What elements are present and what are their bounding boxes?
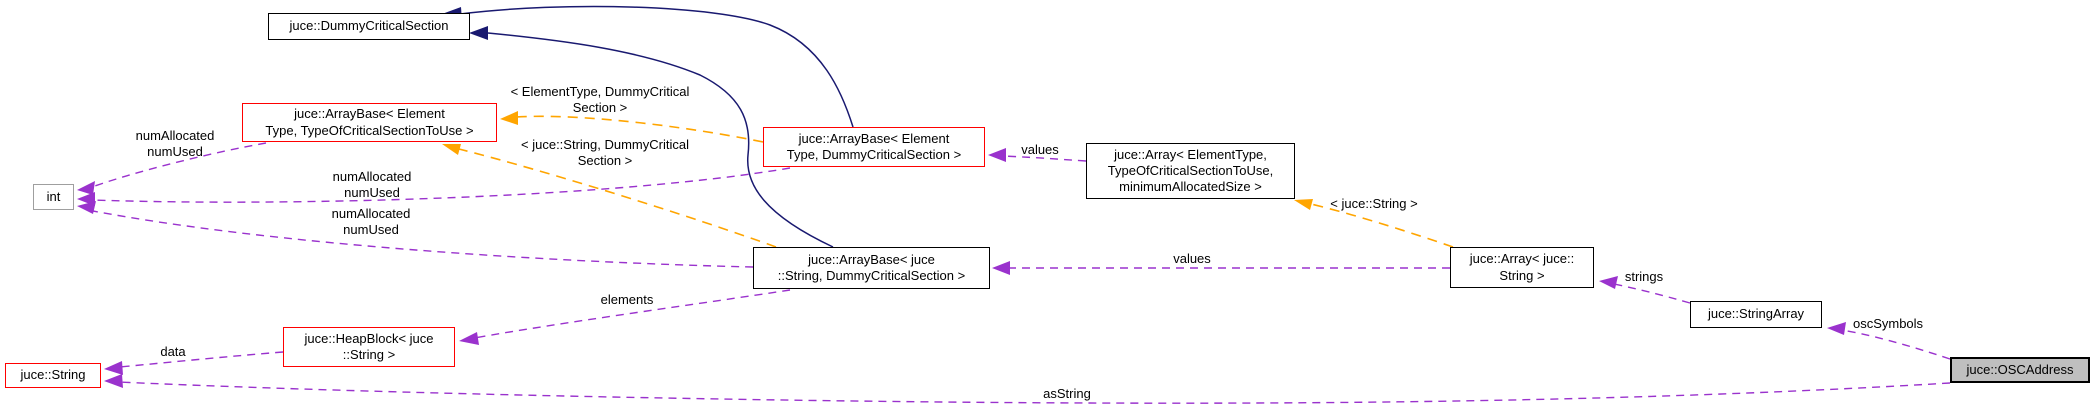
usage-edge-numallocated-3: [92, 210, 754, 268]
arrowhead: [77, 181, 95, 195]
arrowhead: [104, 361, 123, 375]
class-node-arraybase-elementtype-dcs[interactable]: juce::ArrayBase< Element Type, DummyCrit…: [763, 127, 985, 167]
usage-edge-oscsymbols: [1840, 329, 1951, 360]
class-node-label: int: [46, 188, 61, 204]
class-node-array-string[interactable]: juce::Array< juce:: String >: [1450, 247, 1594, 288]
class-node-label: Type, TypeOfCriticalSectionToUse >: [265, 122, 474, 138]
class-node-label: juce::Array< juce::: [1469, 251, 1575, 267]
usage-edge-values-1: [1001, 155, 1087, 162]
template-edge-string: [1310, 203, 1454, 248]
class-node-label: juce::HeapBlock< juce: [304, 330, 434, 346]
usage-edge-strings: [1613, 283, 1691, 304]
edge-label-template-elementtype-dcs: < ElementType, DummyCritical Section >: [510, 84, 690, 115]
class-node-label: juce::ArrayBase< juce: [808, 251, 935, 267]
class-node-label: minimumAllocatedSize >: [1119, 179, 1262, 195]
inheritance-edge-arraybase-et-dcs-to-dummy: [459, 5, 854, 128]
arrowhead: [442, 144, 461, 155]
edge-label-numallocated-3: numAllocated numUsed: [331, 206, 411, 237]
edge-label-template-string-dcs: < juce::String, DummyCritical Section >: [521, 137, 689, 168]
edge-label-asstring: asString: [1043, 386, 1091, 401]
edge-label-data: data: [160, 344, 186, 359]
arrowhead: [1294, 199, 1313, 210]
arrowhead: [77, 201, 96, 214]
class-node-arraybase-elementtype-tocstu[interactable]: juce::ArrayBase< Element Type, TypeOfCri…: [242, 103, 497, 142]
arrowhead: [992, 261, 1010, 275]
class-node-int: int: [33, 184, 74, 210]
class-node-stringarray[interactable]: juce::StringArray: [1690, 301, 1822, 328]
class-node-label: ::String, DummyCriticalSection >: [777, 268, 966, 283]
class-node-label: juce::OSCAddress: [1966, 361, 2074, 377]
edge-label-oscsymbols: oscSymbols: [1852, 316, 1924, 331]
inheritance-edge-arraybase-string-dcs-to-dummy: [487, 32, 834, 248]
edge-label-elements: elements: [600, 292, 654, 307]
usage-edge-numallocated-1: [91, 142, 267, 188]
arrowhead: [1827, 322, 1846, 335]
edge-label-values-2: values: [1173, 251, 1211, 266]
arrowhead: [1599, 276, 1618, 289]
usage-edge-elements: [473, 289, 791, 339]
usage-edge-numallocated-2: [92, 167, 791, 203]
edge-label-values-1: values: [1021, 142, 1059, 157]
class-node-label: String >: [1499, 267, 1545, 283]
template-edge-elementtype-dcs: [514, 115, 764, 143]
edge-label-numallocated-2: numAllocated numUsed: [332, 169, 412, 200]
arrowhead: [500, 111, 518, 125]
class-node-string[interactable]: juce::String: [5, 363, 101, 388]
class-node-label: juce::StringArray: [1707, 306, 1805, 322]
arrowhead: [469, 26, 488, 40]
class-node-label: ::String >: [342, 347, 396, 362]
class-node-label: juce::ArrayBase< Element: [294, 106, 445, 122]
class-node-label: Type, DummyCriticalSection >: [786, 147, 962, 162]
arrowhead: [459, 332, 479, 345]
edge-label-strings: strings: [1624, 269, 1664, 284]
class-node-array-elementtype[interactable]: juce::Array< ElementType, TypeOfCritical…: [1086, 143, 1295, 199]
class-node-label: juce::ArrayBase< Element: [798, 130, 950, 146]
usage-edge-data: [119, 351, 284, 368]
class-node-dummycriticalsection[interactable]: juce::DummyCriticalSection: [268, 13, 470, 40]
template-edge-string-dcs: [458, 148, 777, 248]
class-node-arraybase-string-dcs[interactable]: juce::ArrayBase< juce ::String, DummyCri…: [753, 247, 990, 289]
class-node-label: juce::DummyCriticalSection: [289, 18, 449, 34]
class-node-oscaddress: juce::OSCAddress: [1950, 357, 2090, 383]
class-node-label: juce::Array< ElementType,: [1114, 146, 1267, 162]
edge-label-template-string: < juce::String >: [1330, 196, 1418, 211]
arrowhead: [104, 374, 123, 388]
arrowhead: [988, 148, 1006, 162]
class-node-label: TypeOfCriticalSectionToUse,: [1107, 162, 1274, 178]
class-node-heapblock-string[interactable]: juce::HeapBlock< juce ::String >: [283, 327, 455, 367]
edge-label-numallocated-1: numAllocated numUsed: [135, 128, 215, 159]
class-node-label: juce::String: [20, 367, 86, 383]
usage-edge-asstring: [118, 381, 1951, 404]
